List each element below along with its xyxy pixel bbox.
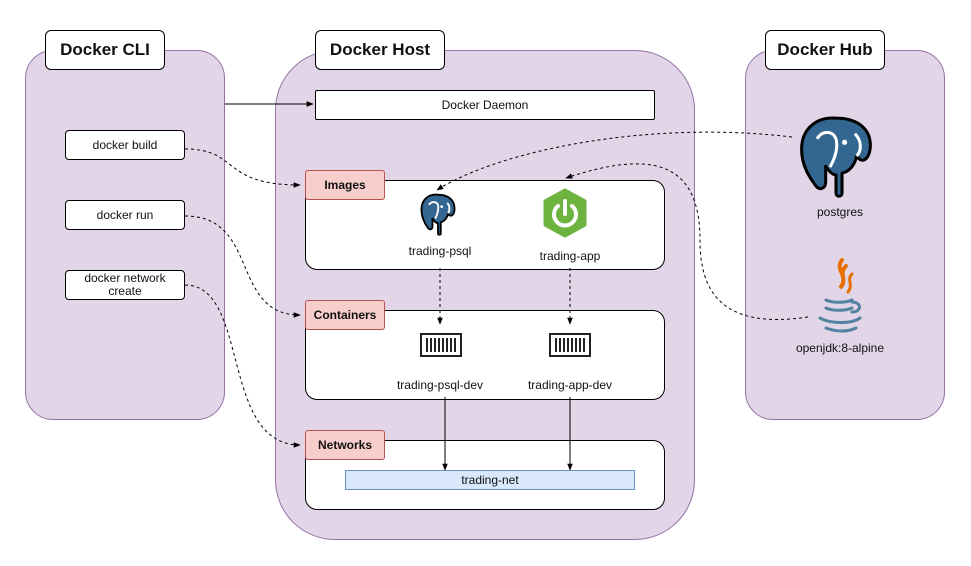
container-icon xyxy=(420,333,462,357)
cmd-docker-build: docker build xyxy=(65,130,185,160)
postgres-elephant-icon xyxy=(420,193,456,236)
images-tag: Images xyxy=(305,170,385,200)
docker-hub-panel xyxy=(745,50,945,420)
java-cup-icon xyxy=(818,258,862,333)
image-label-trading-app: trading-app xyxy=(539,249,601,263)
cmd-docker-network-create: docker network create xyxy=(65,270,185,300)
container-icon xyxy=(549,333,591,357)
spring-power-icon xyxy=(543,188,587,238)
docker-hub-title: Docker Hub xyxy=(765,30,885,70)
container-label-trading-psql-dev: trading-psql-dev xyxy=(396,378,484,392)
image-label-trading-psql: trading-psql xyxy=(408,244,472,258)
containers-tag: Containers xyxy=(305,300,385,330)
postgres-elephant-icon xyxy=(800,116,872,198)
container-label-trading-app-dev: trading-app-dev xyxy=(527,378,613,392)
cmd-docker-run: docker run xyxy=(65,200,185,230)
docker-host-title: Docker Host xyxy=(315,30,445,70)
trading-net-bar: trading-net xyxy=(345,470,635,490)
docker-daemon-box: Docker Daemon xyxy=(315,90,655,120)
hub-label-postgres: postgres xyxy=(816,205,864,219)
networks-tag: Networks xyxy=(305,430,385,460)
docker-cli-title: Docker CLI xyxy=(45,30,165,70)
hub-label-openjdk: openjdk:8-alpine xyxy=(795,341,885,355)
docker-cli-panel xyxy=(25,50,225,420)
